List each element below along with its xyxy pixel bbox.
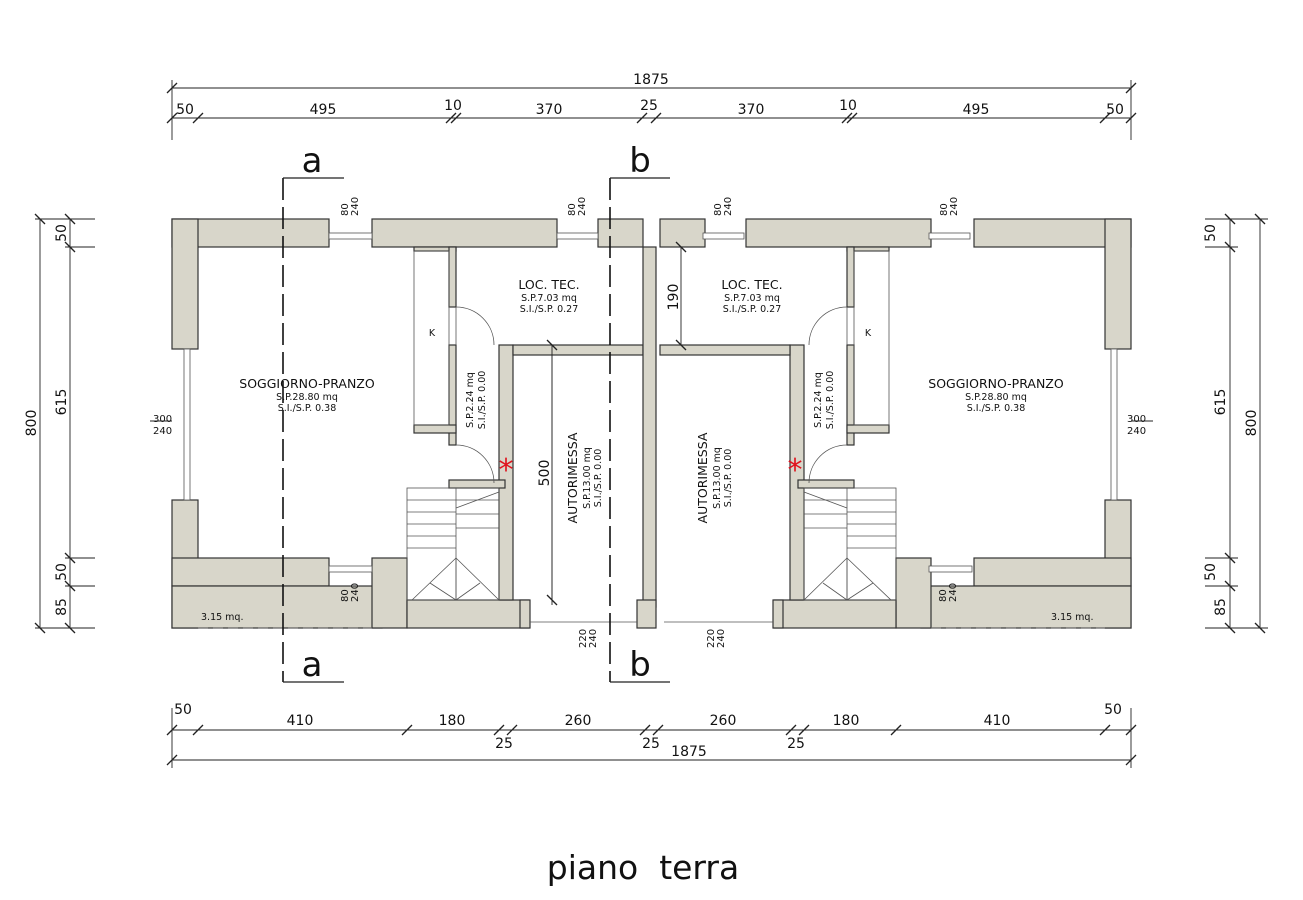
svg-text:240: 240 [716,629,727,648]
svg-text:240: 240 [1127,426,1146,437]
svg-text:80: 80 [938,589,949,602]
svg-text:240: 240 [723,197,734,216]
doors-right [808,250,890,484]
room-ratio-soggiorno-right: S.I./S.P. 0.38 [967,403,1026,414]
dim-bottom-part: 180 [833,713,860,729]
dim-left-total: 800 [24,410,40,437]
dim-top-part: 50 [1106,102,1124,118]
dimension-lines [34,80,1268,768]
dim-right-part: 85 [1213,598,1229,616]
dim-top-part: 25 [640,98,658,114]
walls-left-unit [171,218,657,629]
dim-bottom-part: 410 [984,713,1011,729]
plan-caption: piano terra [547,848,739,887]
dim-left-part: 50 [54,224,70,242]
stairs-left [406,487,500,601]
dim-bottom-small: 25 [495,736,513,752]
portico-area-left: 3.15 mq. [201,612,243,623]
svg-text:80: 80 [713,203,724,216]
svg-text:80: 80 [340,589,351,602]
dim-top-part: 370 [738,102,765,118]
dim-bottom-part: 260 [710,713,737,729]
dim-top-part: 50 [176,102,194,118]
room-name-autorimessa-left: AUTORIMESSA [565,432,580,523]
dim-bottom-small: 25 [787,736,805,752]
room-name-soggiorno-left: SOGGIORNO-PRANZO [239,376,375,391]
dim-top-part: 495 [310,102,337,118]
marker-right: * [788,453,803,488]
dim-bottom-part: 50 [174,702,192,718]
dim-top-part: 10 [444,98,462,114]
stairs-right [803,487,897,601]
dim-bottom-small: 25 [642,736,660,752]
svg-text:240: 240 [350,197,361,216]
svg-text:240: 240 [949,197,960,216]
svg-text:300: 300 [153,414,172,425]
kitchen-label-right: K [865,328,872,339]
room-name-soggiorno-right: SOGGIORNO-PRANZO [928,376,1064,391]
room-area-autorimessa-right: S.P.13.00 mq [712,447,723,509]
dim-left-part: 50 [54,563,70,581]
section-label-a-bottom: a [302,645,323,685]
room-name-loc-tec-left: LOC. TEC. [518,277,579,292]
room-area-soggiorno-right: S.P.28.80 mq [965,392,1027,403]
svg-text:240: 240 [588,629,599,648]
dim-loc-height: 190 [666,284,682,311]
dim-right-part: 50 [1203,224,1219,242]
svg-text:220: 220 [706,629,717,648]
room-area-soggiorno-left: S.P.28.80 mq [276,392,338,403]
room-ratio-autorimessa-left: S.I./S.P. 0.00 [593,449,604,508]
dim-right-total: 800 [1244,410,1260,437]
section-label-a-top: a [302,141,323,181]
room-area-loc-tec-left: S.P.7.03 mq [521,293,577,304]
portico-area-right: 3.15 mq. [1051,612,1093,623]
dim-top-part: 370 [536,102,563,118]
dim-top-total: 1875 [633,72,669,88]
walls-right-unit [659,218,1132,629]
dim-top-part: 10 [839,98,857,114]
marker-left: * [499,453,514,488]
svg-text:80: 80 [567,203,578,216]
room-name-loc-tec-right: LOC. TEC. [721,277,782,292]
dim-bottom-part: 180 [439,713,466,729]
section-label-b-bottom: b [629,645,651,685]
room-ratio-autorimessa-right: S.I./S.P. 0.00 [723,449,734,508]
dim-bottom-total: 1875 [671,744,707,760]
dim-garage-length: 500 [537,460,553,487]
kitchen-label-left: K [429,328,436,339]
svg-text:80: 80 [340,203,351,216]
room-ratio-bagno-left: S.I./S.P. 0.00 [477,371,488,430]
room-area-loc-tec-right: S.P.7.03 mq [724,293,780,304]
dim-top-part: 495 [963,102,990,118]
svg-text:80: 80 [939,203,950,216]
svg-text:240: 240 [577,197,588,216]
dim-bottom-part: 50 [1104,702,1122,718]
room-ratio-loc-tec-right: S.I./S.P. 0.27 [723,304,782,315]
svg-text:240: 240 [350,583,361,602]
section-label-b-top: b [629,141,651,181]
dim-left-part: 85 [54,598,70,616]
room-area-autorimessa-left: S.P.13.00 mq [582,447,593,509]
svg-text:220: 220 [578,629,589,648]
svg-text:300: 300 [1127,414,1146,425]
room-ratio-soggiorno-left: S.I./S.P. 0.38 [278,403,337,414]
room-ratio-loc-tec-left: S.I./S.P. 0.27 [520,304,579,315]
room-name-autorimessa-right: AUTORIMESSA [695,432,710,523]
opening-labels: 80 240 80 240 80 240 80 240 80 240 80 24… [153,197,1146,648]
room-ratio-bagno-right: S.I./S.P. 0.00 [825,371,836,430]
dim-left-part: 615 [54,389,70,416]
section-lines [282,177,670,683]
dim-right-part: 50 [1203,563,1219,581]
svg-text:240: 240 [153,426,172,437]
dim-right-part: 615 [1213,389,1229,416]
svg-text:240: 240 [948,583,959,602]
room-area-bagno-right: S.P.2.24 mq [813,372,824,428]
openings [183,232,1118,623]
dim-bottom-part: 260 [565,713,592,729]
dim-bottom-part: 410 [287,713,314,729]
room-area-bagno-left: S.P.2.24 mq [465,372,476,428]
